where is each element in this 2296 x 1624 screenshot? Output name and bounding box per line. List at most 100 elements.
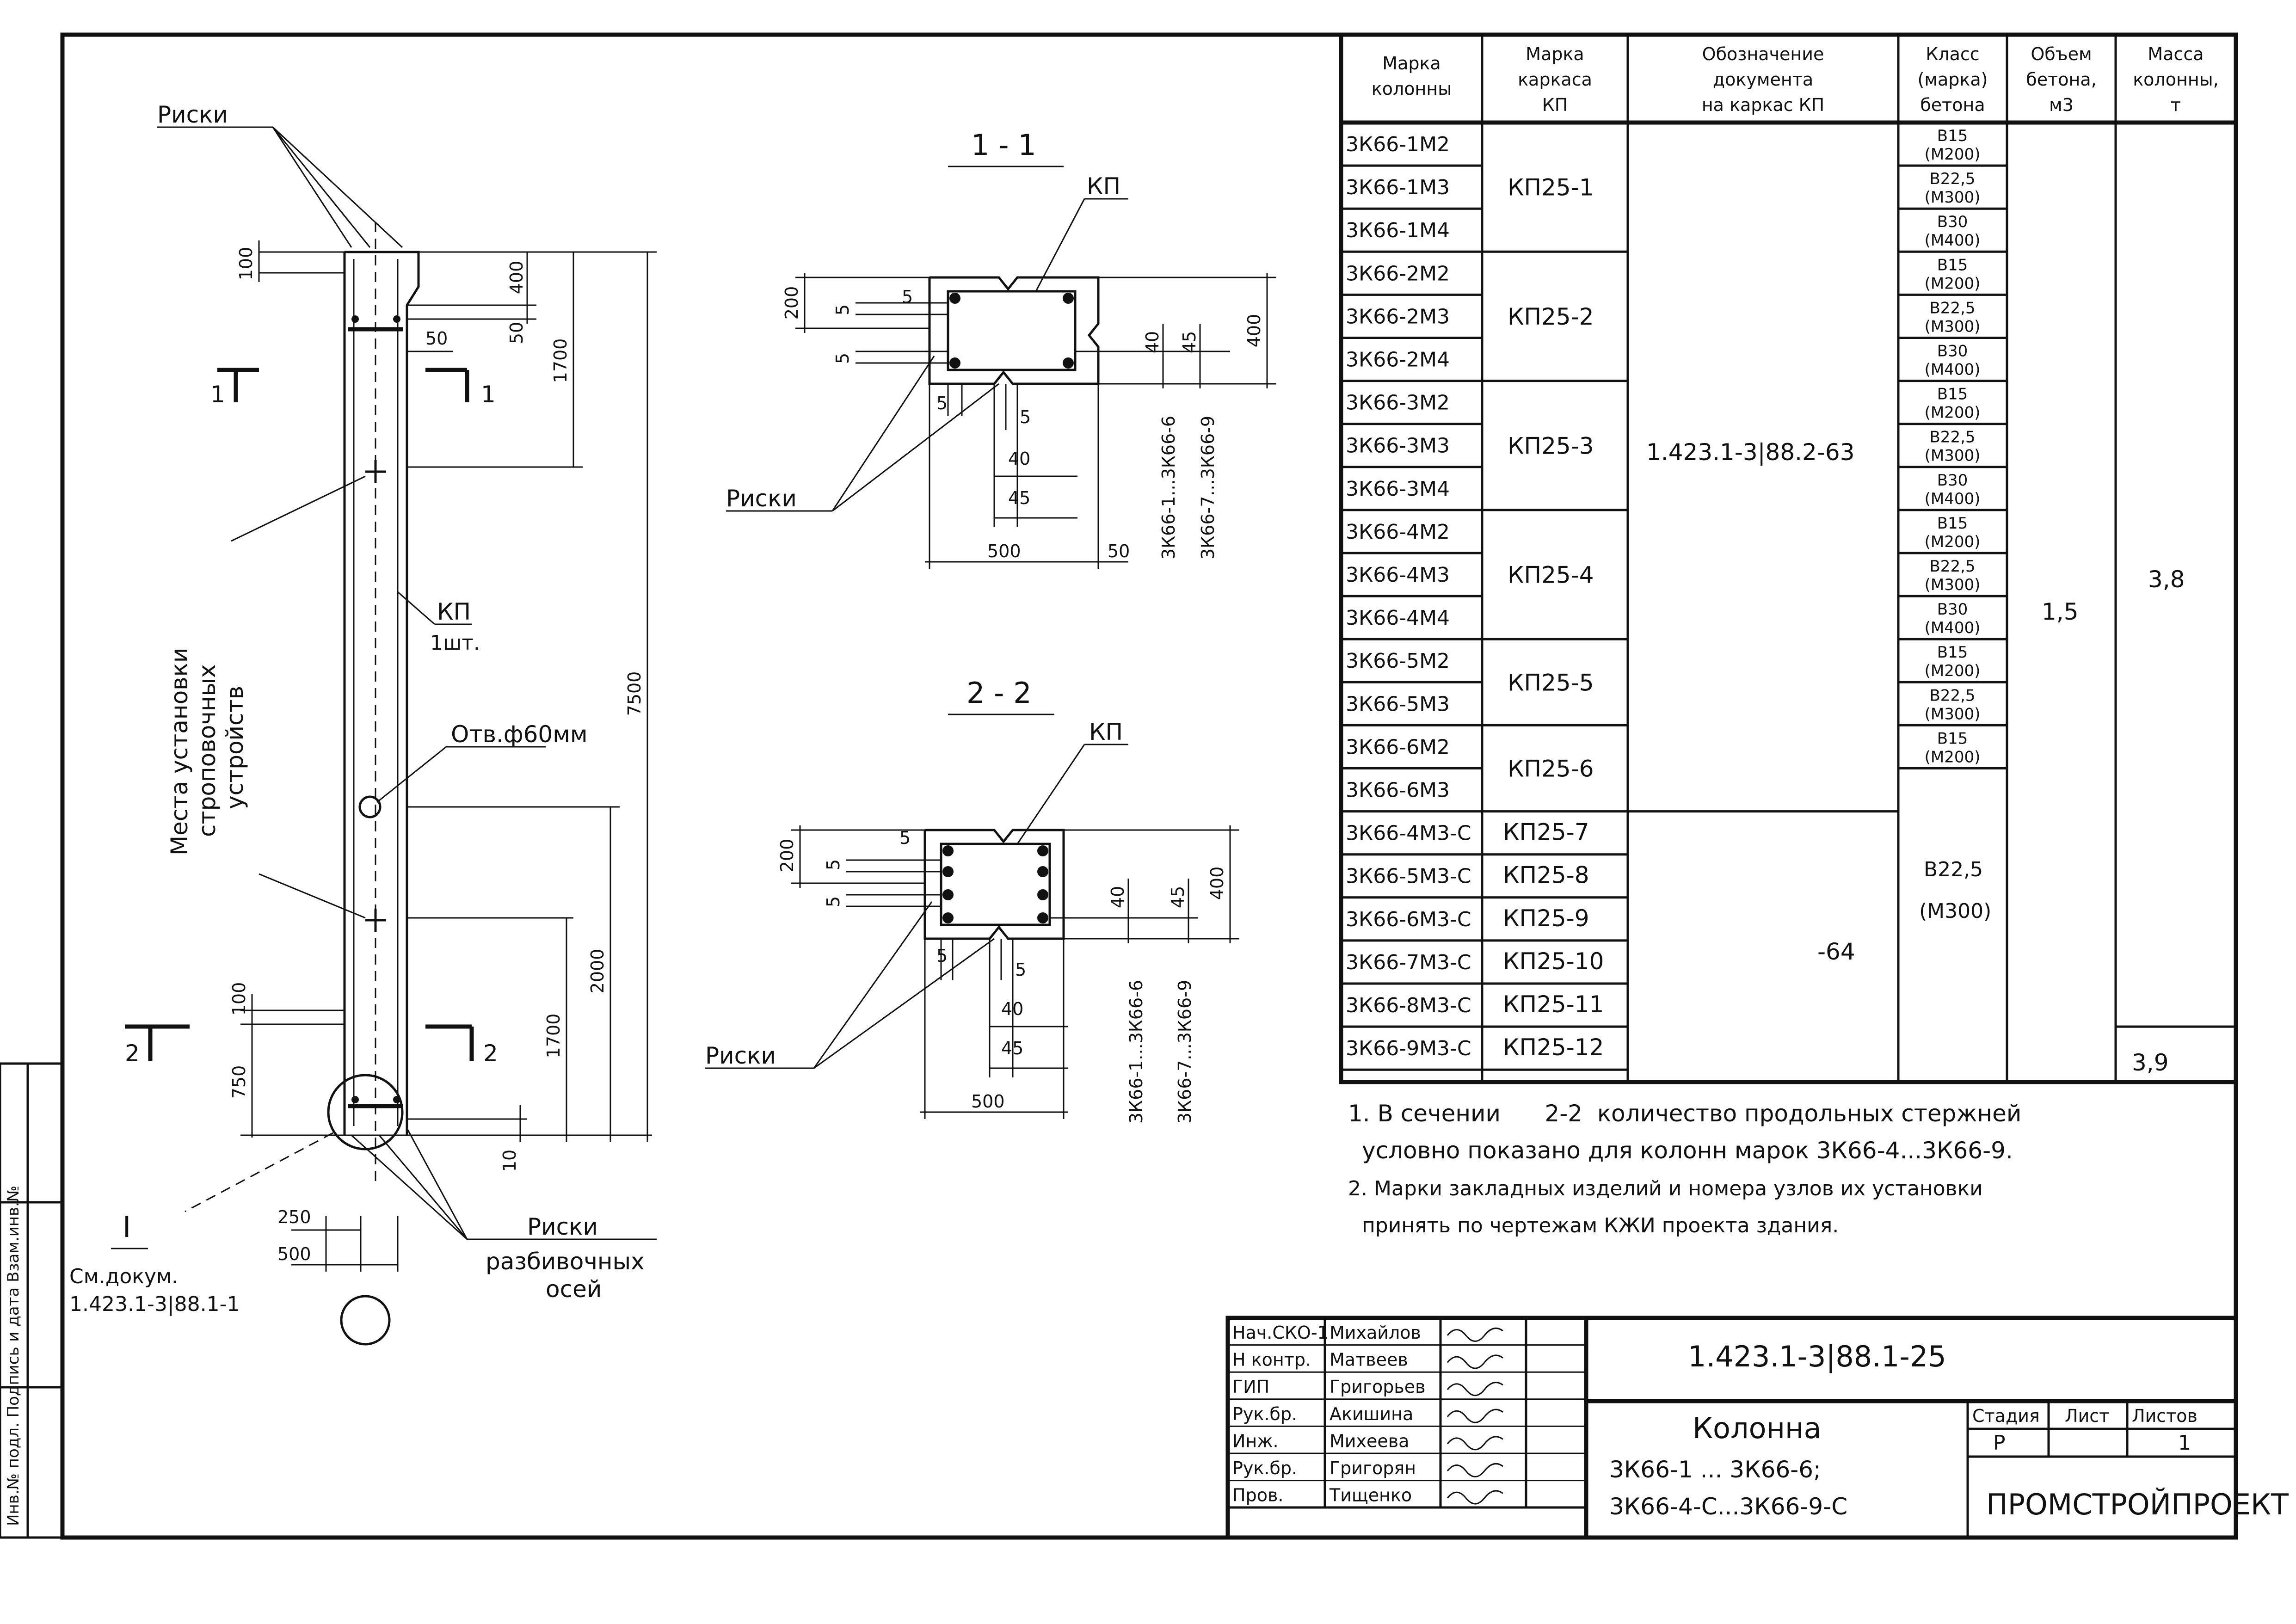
- role-cell: Инж.: [1232, 1431, 1279, 1451]
- concrete-class-cell: (М300): [1925, 705, 1981, 723]
- column-mark-cell: 3К66-4М3: [1346, 563, 1450, 587]
- svg-text:5: 5: [832, 353, 853, 364]
- table-class-merged-1: В22,5: [1924, 858, 1983, 881]
- svg-text:5: 5: [1015, 960, 1026, 980]
- table-header-cell: Масса: [2148, 44, 2204, 64]
- svg-text:3К66-7...3К66-9: 3К66-7...3К66-9: [1198, 416, 1218, 560]
- concrete-class-cell: (М200): [1925, 404, 1981, 422]
- sheets-value: 1: [2178, 1431, 2191, 1455]
- svg-text:50: 50: [506, 322, 527, 344]
- svg-text:КП: КП: [1087, 173, 1120, 200]
- svg-text:40: 40: [1142, 331, 1163, 353]
- svg-text:45: 45: [1179, 331, 1200, 353]
- column-mark-cell: 3К66-2М3: [1346, 305, 1450, 328]
- column-mark-cell: 3К66-1М4: [1346, 219, 1450, 242]
- concrete-class-cell: (М300): [1925, 188, 1981, 207]
- table-header-cell: Марка: [1526, 44, 1584, 64]
- concrete-class-cell: В30: [1937, 471, 1968, 490]
- svg-text:40: 40: [1008, 449, 1030, 469]
- table-class-merged-2: (М300): [1919, 899, 1991, 923]
- concrete-class-cell: В22,5: [1929, 170, 1975, 188]
- svg-text:1700: 1700: [550, 338, 571, 383]
- axis-bubble: [340, 1295, 391, 1346]
- svg-text:КП: КП: [1089, 719, 1123, 745]
- svg-text:1шт.: 1шт.: [430, 631, 480, 655]
- kp-frame-cell: КП25-9: [1503, 905, 1589, 932]
- table-header-cell: КП: [1542, 95, 1568, 115]
- svg-text:2: 2: [125, 1040, 140, 1067]
- svg-text:Риски: Риски: [527, 1213, 598, 1240]
- svg-text:500: 500: [987, 541, 1021, 561]
- svg-text:Отв.ф60мм: Отв.ф60мм: [451, 721, 588, 748]
- kp-frame-cell: КП25-7: [1503, 819, 1589, 846]
- name-cell: Григорьев: [1330, 1377, 1426, 1397]
- side-stamp-text: Инв.№ подл. Подпись и дата Взам.инв.№: [4, 1186, 23, 1526]
- table-mass-2: 3,9: [2132, 1049, 2169, 1076]
- kp-frame-cell: КП25-2: [1508, 303, 1594, 330]
- role-cell: Нач.СКО-1: [1232, 1323, 1329, 1343]
- svg-text:1: 1: [210, 381, 225, 408]
- svg-text:5: 5: [832, 304, 853, 315]
- table-header-cell: Класс: [1926, 44, 1979, 64]
- table-header-cell: Марка: [1382, 53, 1440, 74]
- table-header-cell: на каркас КП: [1702, 95, 1824, 115]
- table-header-cell: колонны,: [2133, 69, 2219, 90]
- column-mark-cell: 3К66-2М4: [1346, 348, 1450, 372]
- name-cell: Тищенко: [1329, 1485, 1412, 1506]
- column-mark-cell: 3К66-1М3: [1346, 176, 1450, 199]
- kp-frame-cell: КП25-10: [1503, 948, 1604, 975]
- section-2-2: 2 - 2 КП Риски 200 5 5 5 5 5 40: [705, 676, 1239, 1124]
- section-2-title: 2 - 2: [966, 676, 1032, 710]
- svg-text:50: 50: [1108, 541, 1130, 561]
- concrete-class-cell: В30: [1937, 600, 1968, 619]
- svg-text:1700: 1700: [543, 1014, 564, 1058]
- signature-mark: [1447, 1409, 1503, 1423]
- svg-text:40: 40: [1108, 886, 1128, 908]
- concrete-class-cell: (М400): [1925, 231, 1981, 250]
- column-mark-cell: 3К66-3М3: [1346, 434, 1450, 458]
- svg-text:10: 10: [499, 1150, 520, 1172]
- svg-text:5: 5: [902, 287, 913, 307]
- svg-text:1: 1: [481, 381, 496, 408]
- kp-frame-cell: КП25-5: [1508, 669, 1594, 696]
- svg-text:2: 2: [483, 1040, 498, 1067]
- doc-code: 1.423.1-3|88.1-25: [1688, 1340, 1946, 1374]
- concrete-class-cell: В15: [1937, 514, 1968, 533]
- table-header-cell: (марка): [1918, 69, 1988, 90]
- svg-text:45: 45: [1008, 488, 1030, 508]
- concrete-class-cell: (М200): [1925, 662, 1981, 680]
- concrete-class-cell: В15: [1937, 256, 1968, 274]
- table-header-cell: колонны: [1372, 79, 1452, 99]
- svg-text:2000: 2000: [587, 949, 608, 994]
- kp-frame-cell: КП25-12: [1503, 1034, 1604, 1061]
- name-cell: Акишина: [1330, 1404, 1413, 1424]
- role-cell: ГИП: [1232, 1377, 1269, 1397]
- column-mark-cell: 3К66-1М2: [1346, 133, 1450, 156]
- kp-frame-cell: КП25-11: [1503, 991, 1604, 1018]
- note-1-line-2: условно показано для колонн марок 3К66-4…: [1362, 1137, 2013, 1164]
- svg-text:45: 45: [1001, 1038, 1023, 1058]
- table-doc-1: 1.423.1-3|88.2-63: [1646, 439, 1855, 466]
- concrete-class-cell: (М200): [1925, 533, 1981, 551]
- column-mark-cell: 3К66-6М3: [1346, 779, 1450, 802]
- node-detail-circle: [327, 1074, 404, 1150]
- sheet-label: Лист: [2065, 1406, 2109, 1426]
- svg-text:КП: КП: [437, 598, 471, 625]
- name-cell: Михайлов: [1330, 1323, 1421, 1343]
- svg-text:5: 5: [823, 896, 843, 907]
- concrete-class-cell: (М200): [1925, 145, 1981, 164]
- concrete-class-cell: (М200): [1925, 748, 1981, 766]
- svg-text:строповочных: строповочных: [194, 664, 221, 837]
- concrete-class-cell: В30: [1937, 342, 1968, 361]
- svg-text:3К66-1...3К66-6: 3К66-1...3К66-6: [1158, 416, 1179, 560]
- svg-text:осей: осей: [546, 1276, 602, 1303]
- column-mark-cell: 3К66-5М3: [1346, 692, 1450, 716]
- note-2-line-1: 2. Марки закладных изделий и номера узло…: [1348, 1177, 1983, 1200]
- stage-label: Стадия: [1972, 1406, 2040, 1426]
- drawing-title-2: 3К66-1 ... 3К66-6;: [1609, 1456, 1821, 1483]
- column-mark-cell: 3К66-6М2: [1346, 735, 1450, 759]
- column-mark-cell: 3К66-5М3-С: [1346, 865, 1471, 888]
- svg-text:500: 500: [971, 1091, 1005, 1112]
- table-doc-2: -64: [1817, 938, 1855, 965]
- concrete-class-cell: В15: [1937, 127, 1968, 145]
